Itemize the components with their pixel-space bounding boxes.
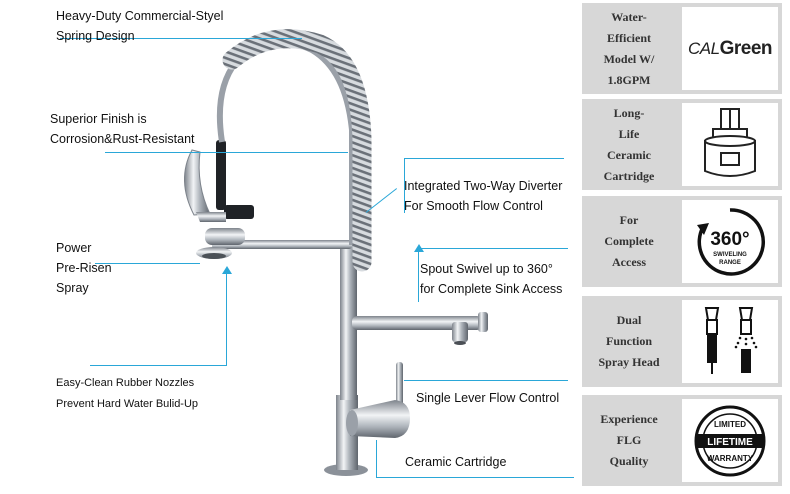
svg-text:WARRANTY: WARRANTY [707,454,754,463]
callout-line-cartridge-v [376,440,377,478]
lever-stem [396,362,403,412]
feature-text: Experience FLG Quality [600,412,658,468]
arrow-nozzle [222,266,232,274]
feature-text: For Complete Access [604,213,654,269]
svg-text:LIMITED: LIMITED [714,420,746,429]
callout-power-spray: Power Pre-Risen Spray [56,241,112,295]
feature-complete-access: For Complete Access 360° SWIVELING RANGE [582,196,782,287]
callout-single-lever: Single Lever Flow Control [416,391,560,405]
feature-text: Long- Life Ceramic Cartridge [603,105,655,183]
svg-text:SWIVELING: SWIVELING [713,252,747,258]
callout-spout-swivel: Spout Swivel up to 360° for Complete Sin… [420,262,563,296]
callout-spring-design: Heavy-Duty Commercial-Styel Spring Desig… [56,9,224,43]
callout-line-lever [404,380,568,381]
callout-superior-finish: Superior Finish is Corrosion&Rust-Resist… [50,112,195,146]
callout-ceramic-cartridge: Ceramic Cartridge [405,455,507,469]
dual-spray-head-icon [682,300,778,383]
feature-flg-quality: Experience FLG Quality LIFETIME LIMITED … [582,395,782,486]
arrow-swivel [414,244,424,252]
feature-text: Water- Efficient Model W/ 1.8GPM [603,9,655,87]
callout-line-finish [105,152,348,153]
feature-ceramic-cartridge: Long- Life Ceramic Cartridge [582,99,782,190]
feature-dual-spray: Dual Function Spray Head [582,296,782,387]
lifetime-warranty-seal: LIFETIME LIMITED WARRANTY [682,399,778,482]
callout-line-nozzle [90,365,226,366]
callout-line-nozzle-v [226,270,227,366]
callout-line-cartridge [376,477,574,478]
feature-water-efficient: Water- Efficient Model W/ 1.8GPM CALGree… [582,3,782,94]
svg-text:RANGE: RANGE [719,260,741,266]
callout-rubber-nozzles: Easy-Clean Rubber Nozzles Prevent Hard W… [56,377,199,410]
callout-line-spring [60,38,302,39]
calgreen-logo: CALGreen [682,7,778,90]
callout-line-diverter [404,158,564,159]
callout-line-swivel [418,248,568,249]
callout-line-diverter-v [404,158,405,213]
callout-line-swivel-v [418,248,419,302]
callout-line-spray [95,263,200,264]
lever-body [350,400,410,438]
spring-coil [222,29,372,272]
feature-text: Dual Function Spray Head [598,313,660,369]
callout-diverter: Integrated Two-Way Diverter For Smooth F… [404,179,563,213]
ceramic-cartridge-icon [682,103,778,186]
swivel-360-icon: 360° SWIVELING RANGE [682,200,778,283]
svg-text:LIFETIME: LIFETIME [707,437,753,448]
sprayer-holder-arm [212,240,352,249]
faucet-body [340,240,357,400]
svg-text:360°: 360° [710,229,749,250]
spray-head [205,228,245,245]
swivel-spout [352,316,482,330]
